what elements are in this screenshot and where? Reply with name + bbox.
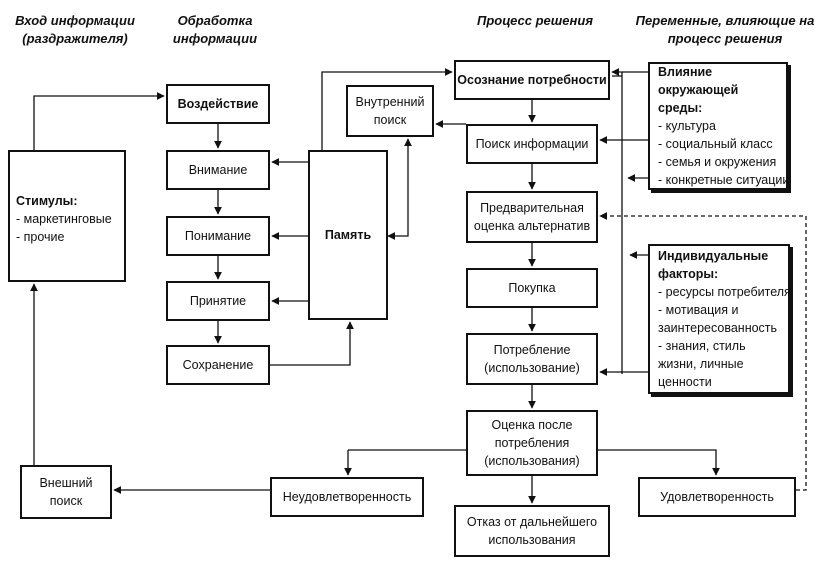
understanding-box: Понимание [166, 216, 270, 256]
rejection-box: Отказ от дальнейшего использования [454, 505, 610, 557]
external-search-box: Внешний поиск [20, 465, 112, 519]
pre-evaluation-box: Предварительная оценка альтернатив [466, 191, 598, 243]
acceptance-box: Принятие [166, 281, 270, 321]
external-search-label: Внешний поиск [39, 476, 93, 508]
dissatisfaction-box: Неудовлетворенность [270, 477, 424, 517]
header-input-line1: Вход информации [15, 13, 135, 28]
memory-label: Память [324, 228, 372, 242]
edge-satisfaction-feedback [599, 212, 807, 491]
acceptance-label: Принятие [189, 294, 247, 308]
header-variables-line2: процесс решения [667, 31, 783, 46]
header-variables: Переменные, влияющие на процесс решения [630, 12, 820, 48]
individual-item: - знания, стиль жизни, личные ценности [658, 339, 746, 389]
header-input-line2: (раздражителя) [22, 31, 128, 46]
header-processing-line1: Обработка [177, 13, 253, 28]
memory-box: Память [308, 150, 388, 320]
individual-item: - мотивация и заинтересованность [658, 303, 778, 335]
consumption-box: Потребление (использование) [466, 333, 598, 385]
internal-search-box: Внутренний поиск [346, 85, 434, 137]
stimuli-item: - прочие [16, 230, 65, 244]
header-input: Вход информации (раздражителя) [10, 12, 140, 48]
attention-label: Внимание [188, 163, 248, 177]
stimuli-item: - маркетинговые [16, 212, 112, 226]
post-evaluation-box: Оценка после потребления (использования) [466, 410, 598, 476]
understanding-label: Понимание [184, 229, 252, 243]
environment-title: Влияние окружающей среды: [658, 65, 739, 115]
satisfaction-box: Удовлетворенность [638, 477, 796, 517]
environment-item: - социальный класс [658, 137, 773, 151]
stimuli-box: Стимулы: - маркетинговые - прочие [8, 150, 126, 282]
impact-label: Воздействие [177, 97, 259, 111]
stimuli-title: Стимулы: [16, 194, 78, 208]
environment-box: Влияние окружающей среды: - культура - с… [648, 62, 790, 190]
header-variables-line1: Переменные, влияющие на [635, 13, 815, 28]
header-processing: Обработка информации [160, 12, 270, 48]
pre-evaluation-label: Предварительная оценка альтернатив [473, 201, 591, 233]
satisfaction-label: Удовлетворенность [660, 490, 774, 504]
info-search-box: Поиск информации [466, 124, 598, 164]
edge-stimuli-to-impact [33, 92, 165, 150]
post-evaluation-label: Оценка после потребления (использования) [484, 418, 580, 468]
consumption-label: Потребление (использование) [484, 343, 580, 375]
info-search-label: Поиск информации [475, 137, 589, 151]
dissatisfaction-label: Неудовлетворенность [282, 490, 412, 504]
edge-memory-internal-search [387, 138, 412, 240]
retention-label: Сохранение [182, 358, 254, 372]
purchase-box: Покупка [466, 268, 598, 308]
individual-title: Индивидуальные факторы: [658, 249, 769, 281]
header-processing-line2: информации [172, 31, 258, 46]
rejection-label: Отказ от дальнейшего использования [466, 515, 598, 547]
edge-retention-to-memory [270, 321, 354, 366]
impact-box: Воздействие [166, 84, 270, 124]
attention-box: Внимание [166, 150, 270, 190]
header-decision: Процесс решения [455, 12, 615, 30]
edge-post-eval-to-satisfaction [598, 449, 720, 476]
environment-item: - культура [658, 119, 716, 133]
need-recognition-label: Осознание потребности [457, 73, 607, 87]
environment-item: - семья и окружения [658, 155, 777, 169]
individual-box: Индивидуальные факторы: - ресурсы потреб… [648, 244, 791, 394]
purchase-label: Покупка [508, 281, 556, 295]
edge-memory-to-need [321, 68, 453, 150]
need-recognition-box: Осознание потребности [454, 60, 610, 100]
individual-item: - ресурсы потребителя [658, 285, 791, 299]
retention-box: Сохранение [166, 345, 270, 385]
internal-search-label: Внутренний поиск [355, 95, 425, 127]
environment-item: - конкретные ситуации [658, 173, 790, 187]
header-decision-line1: Процесс решения [476, 13, 593, 28]
